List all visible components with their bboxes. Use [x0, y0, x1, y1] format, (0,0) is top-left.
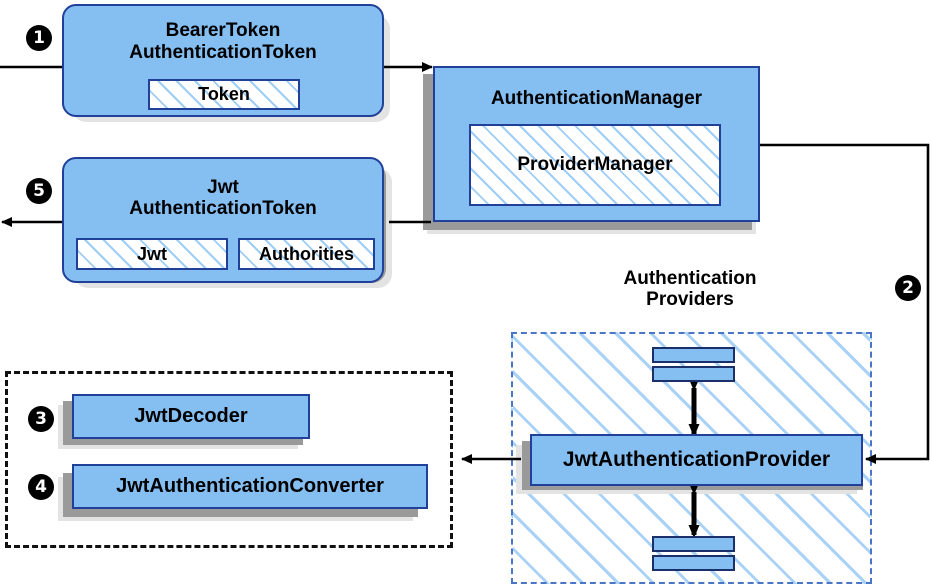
jwt-token-inner-jwt: Jwt — [76, 238, 228, 270]
provider-manager-label: ProviderManager — [517, 154, 673, 175]
step-bullet-1: 1 — [26, 25, 52, 51]
authentication-providers-title-line1: Authentication — [623, 268, 757, 289]
provider-stack-bar-bottom-1 — [652, 536, 735, 552]
jwt-token-line2: AuthenticationToken — [129, 198, 317, 219]
authentication-manager-inner-provider-manager: ProviderManager — [469, 124, 721, 206]
jwt-token-line1: Jwt — [207, 176, 239, 198]
jwt-authentication-converter-label: JwtAuthenticationConverter — [116, 475, 384, 498]
provider-stack-bar-bottom-2 — [652, 555, 735, 571]
authentication-manager-title: AuthenticationManager — [490, 88, 703, 109]
jwt-token-inner-authorities-label: Authorities — [258, 243, 354, 264]
provider-stack-bar-top-2 — [652, 366, 735, 382]
step-bullet-2: 2 — [895, 275, 921, 301]
node-jwt-decoder[interactable]: JwtDecoder — [72, 394, 310, 439]
jwt-decoder-label: JwtDecoder — [134, 405, 248, 428]
bearer-token-line2: AuthenticationToken — [129, 41, 317, 63]
jwt-components-region — [5, 371, 453, 548]
bearer-token-inner-token: Token — [148, 79, 300, 110]
step-bullet-3: 3 — [28, 406, 54, 432]
node-jwt-authentication-converter[interactable]: JwtAuthenticationConverter — [72, 464, 428, 509]
authentication-providers-title: Authentication Providers — [580, 268, 800, 311]
jwt-token-inner-jwt-label: Jwt — [136, 243, 167, 264]
step-bullet-4: 4 — [28, 474, 54, 500]
jwt-authentication-provider-label: JwtAuthenticationProvider — [562, 448, 831, 472]
step-bullet-5: 5 — [26, 178, 52, 204]
bearer-token-inner-label: Token — [198, 84, 250, 104]
provider-stack-bar-top-1 — [652, 347, 735, 363]
node-bearer-token-authentication-token[interactable]: BearerToken AuthenticationToken — [62, 4, 384, 117]
authentication-providers-title-line2: Providers — [646, 289, 734, 311]
bearer-token-line1: BearerToken — [165, 20, 281, 42]
node-jwt-authentication-provider[interactable]: JwtAuthenticationProvider — [530, 434, 863, 486]
jwt-token-inner-authorities: Authorities — [238, 238, 375, 270]
